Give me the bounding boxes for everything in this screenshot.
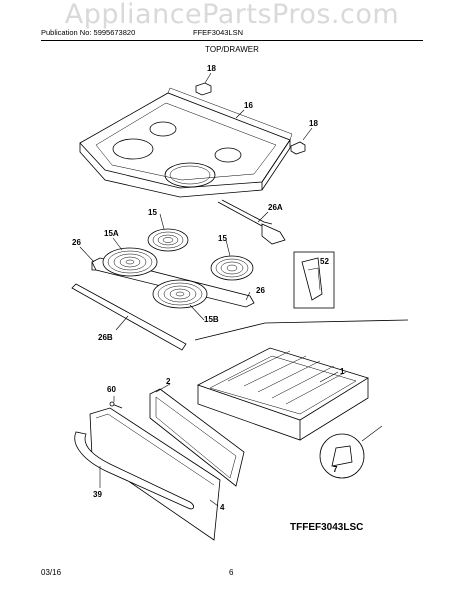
callout-39: 39 [93,490,102,499]
element-15-right [210,255,254,281]
callout-26A: 26A [268,203,283,212]
element-15A [102,247,158,277]
callout-52: 52 [320,257,329,266]
callout-18-right: 18 [309,119,318,128]
cooktop-top [79,87,293,198]
callout-15-upper: 15 [148,208,157,217]
callout-16: 16 [244,101,253,110]
callout-15B: 15B [204,315,219,324]
diagram-model-label: TFFEF3043LSC [290,522,364,533]
screw-60 [109,401,123,409]
inset-part-52 [293,251,335,309]
callout-4: 4 [220,503,225,512]
callout-15-right: 15 [218,234,227,243]
clip-18-right [290,141,306,155]
insulation-strip-26B [71,283,187,351]
element-15-upper [147,228,189,252]
section-divider [194,319,409,341]
callout-60: 60 [107,385,116,394]
leader-lines [79,72,339,507]
section-title: TOP/DRAWER [205,45,259,54]
callout-15A: 15A [104,229,119,238]
callout-18-upper: 18 [207,64,216,73]
clip-18-upper [195,82,212,96]
drawer-1 [196,347,369,441]
callout-2: 2 [166,377,171,386]
footer-date: 03/16 [41,568,62,577]
callout-1: 1 [340,367,345,376]
wire-harness-26A [217,199,286,245]
drawer-panel-2 [149,388,245,487]
callout-7: 7 [333,465,338,474]
callout-26-left: 26 [72,238,81,247]
callout-26-right: 26 [256,286,265,295]
inset-part-7 [319,425,383,479]
publication-number: Publication No: 5995673820 [41,28,136,37]
element-bracket-26 [91,257,255,308]
model-number: FFEF3043LSN [193,28,244,37]
callout-26B: 26B [98,333,113,342]
header-rule [41,40,423,41]
handle-39 [74,431,194,510]
watermark: AppliancePartsPros.com [64,0,400,30]
element-15B [152,279,208,309]
footer-page-number: 6 [229,568,234,577]
